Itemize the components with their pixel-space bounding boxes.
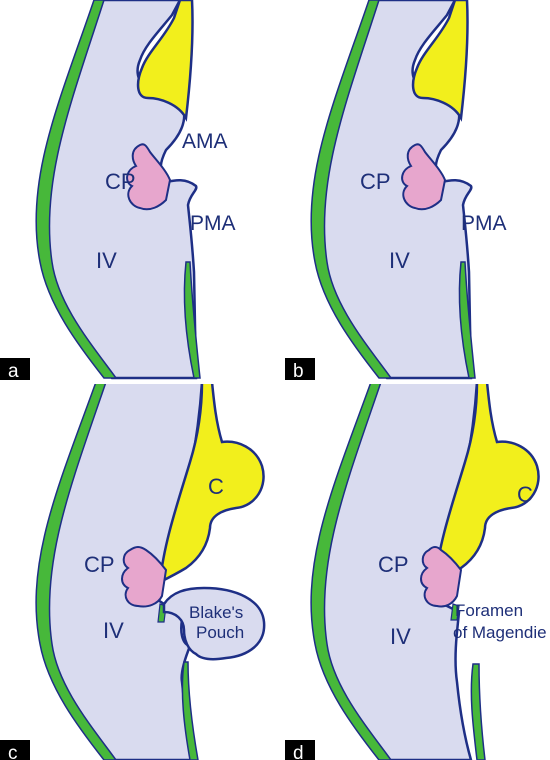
panel-letter-a: a (8, 361, 19, 382)
label-foramen-line1: Foramen (455, 601, 523, 620)
label-blakes-pouch-line2: Pouch (196, 623, 244, 642)
label-choroid-plexus: CP (105, 169, 136, 194)
label-cerebellum: C (208, 474, 224, 499)
label-posterior-membranous-area: PMA (461, 212, 507, 235)
panel-letter-c: c (8, 743, 18, 760)
label-choroid-plexus: CP (84, 552, 115, 577)
label-fourth-ventricle: IV (96, 248, 117, 273)
label-blakes-pouch-line1: Blake's (189, 603, 243, 622)
label-fourth-ventricle: IV (389, 248, 410, 273)
label-choroid-plexus: CP (360, 169, 391, 194)
label-choroid-plexus: CP (378, 552, 409, 577)
label-fourth-ventricle: IV (103, 618, 124, 643)
horizontal-divider (0, 380, 550, 384)
panel-letter-d: d (293, 743, 304, 760)
label-fourth-ventricle: IV (390, 624, 411, 649)
label-posterior-membranous-area: PMA (190, 212, 236, 235)
label-anterior-membranous-area: AMA (182, 130, 228, 153)
label-foramen-line2: of Magendie (453, 623, 547, 642)
label-cerebellum: C (517, 482, 533, 507)
panel-letter-b: b (293, 361, 304, 382)
